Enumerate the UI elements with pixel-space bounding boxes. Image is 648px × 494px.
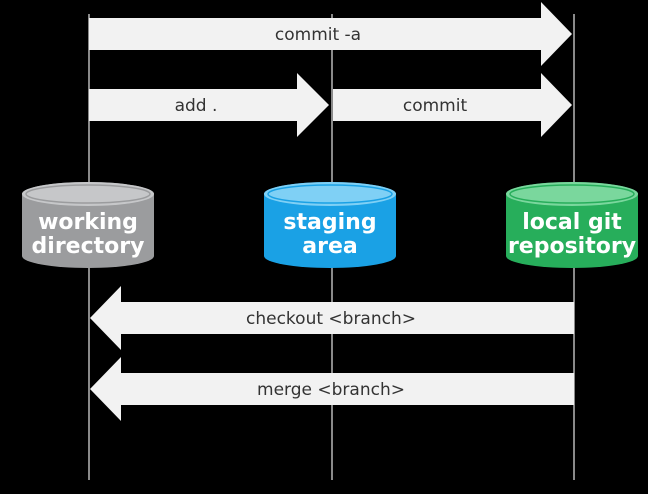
staging-area-label-line2: area [302,234,357,259]
local-repository-label-line2: repository [508,234,636,259]
add-label: add . [175,96,218,116]
add-arrow: add . [89,73,329,137]
merge-arrow: merge <branch> [90,357,574,421]
working-directory-label-line2: directory [32,234,145,259]
commit-all-arrow: commit -a [89,2,572,66]
commit-label: commit [403,96,468,116]
merge-label: merge <branch> [257,380,405,400]
working-directory-label-line1: working [38,210,138,235]
commit-all-label: commit -a [275,25,361,45]
local-repository-label-line1: local git [522,210,622,235]
checkout-label: checkout <branch> [246,309,416,329]
commit-arrow: commit [333,73,572,137]
local-repository-store: local git repository [506,182,638,268]
staging-area-label-line1: staging [283,210,376,235]
staging-area-store: staging area [264,182,396,268]
working-directory-store: working directory [22,182,154,268]
checkout-arrow: checkout <branch> [90,286,574,350]
